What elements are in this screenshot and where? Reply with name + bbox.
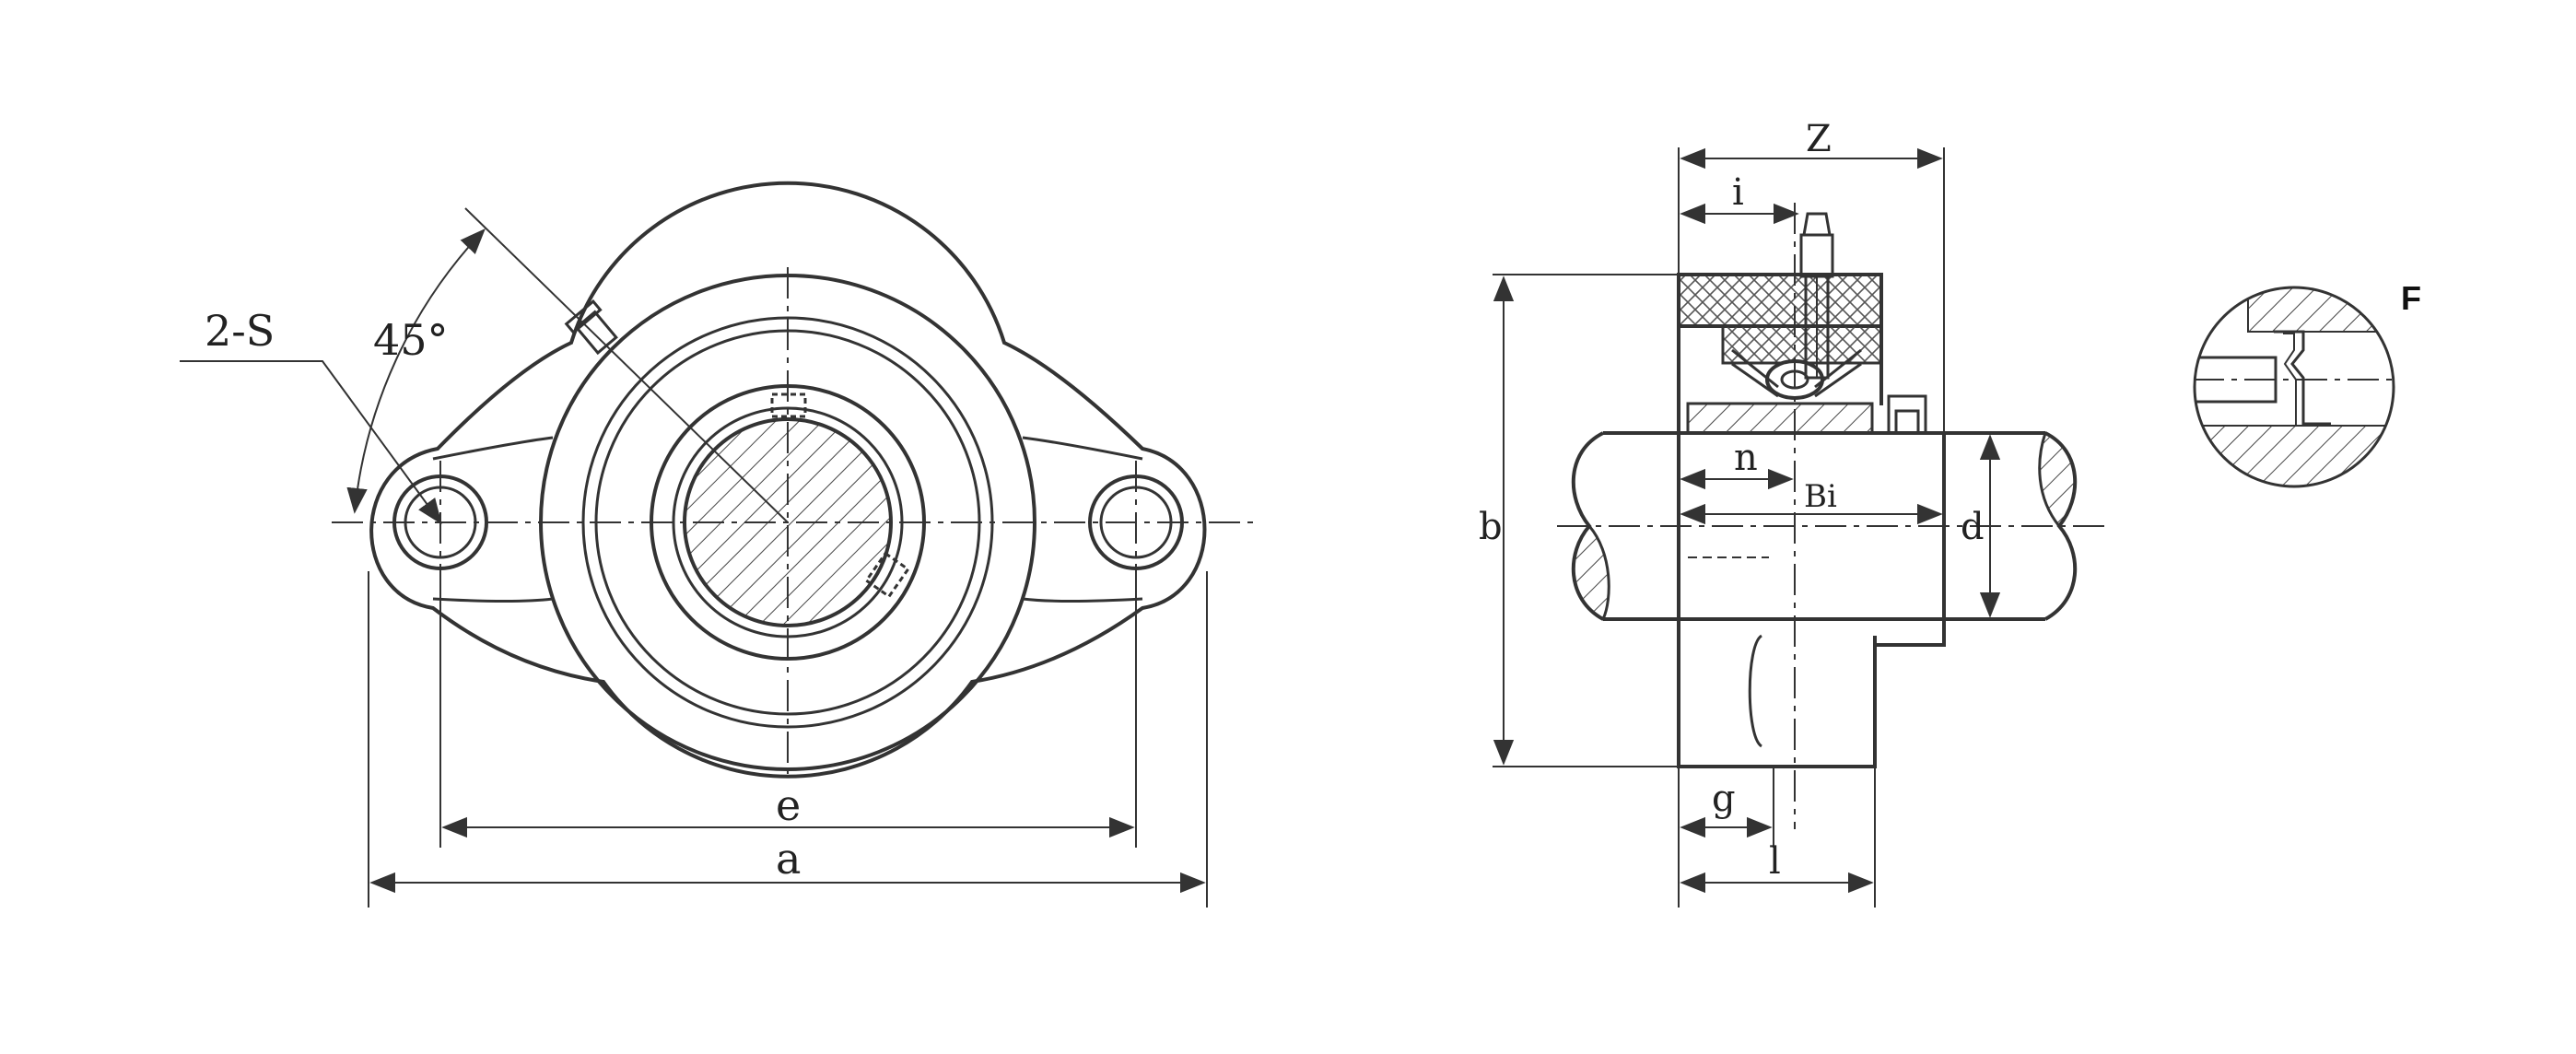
housing-outline — [1677, 275, 1883, 768]
seal-right — [1814, 348, 1862, 398]
dim-label-d: d — [1961, 506, 1985, 548]
dim-label-i: i — [1732, 171, 1744, 214]
dim-label-g: g — [1712, 778, 1736, 820]
side-view: Z i b n Bi d g l — [1479, 118, 2110, 908]
detail-housing-top — [2247, 287, 2394, 333]
shaft-right-break — [2038, 430, 2077, 529]
front-view: 45° 2-S e a — [180, 181, 1253, 908]
collar-outline — [1875, 431, 1946, 647]
housing-section — [1677, 273, 1883, 328]
detail-label: F — [2401, 279, 2421, 317]
insert-slot — [1748, 634, 1763, 748]
holes-label: 2-S — [205, 306, 275, 356]
flange-outline — [369, 181, 1207, 779]
dim-label-z: Z — [1806, 118, 1832, 160]
set-screw-side — [1887, 394, 1927, 435]
holes-leader-line — [180, 360, 442, 525]
detail-circle-outline — [2193, 286, 2395, 488]
dim-label-b: b — [1479, 506, 1503, 548]
set-screw-side-head — [1894, 409, 1920, 435]
dim-label-l: l — [1769, 840, 1781, 883]
bearing-inner-ring — [1686, 402, 1874, 435]
angle-reference-line — [464, 207, 789, 523]
detail-view: F — [2193, 279, 2421, 488]
dim-label-bi: Bi — [1804, 478, 1837, 515]
dim-label-e: e — [776, 780, 801, 830]
detail-seal-profile-inner — [2283, 333, 2297, 426]
shaft-left-break — [1572, 523, 1610, 622]
dim-label-n: n — [1734, 437, 1758, 479]
dim-label-a: a — [776, 834, 801, 884]
angle-arc — [346, 228, 486, 514]
detail-seal-profile — [2274, 330, 2331, 426]
set-screw-bottom — [864, 551, 910, 599]
grease-nipple-side — [1799, 212, 1834, 380]
angle-label: 45° — [373, 315, 449, 365]
seal-left — [1731, 348, 1779, 398]
housing-section-lower — [1721, 324, 1883, 365]
flange-inner-line — [432, 436, 1143, 603]
